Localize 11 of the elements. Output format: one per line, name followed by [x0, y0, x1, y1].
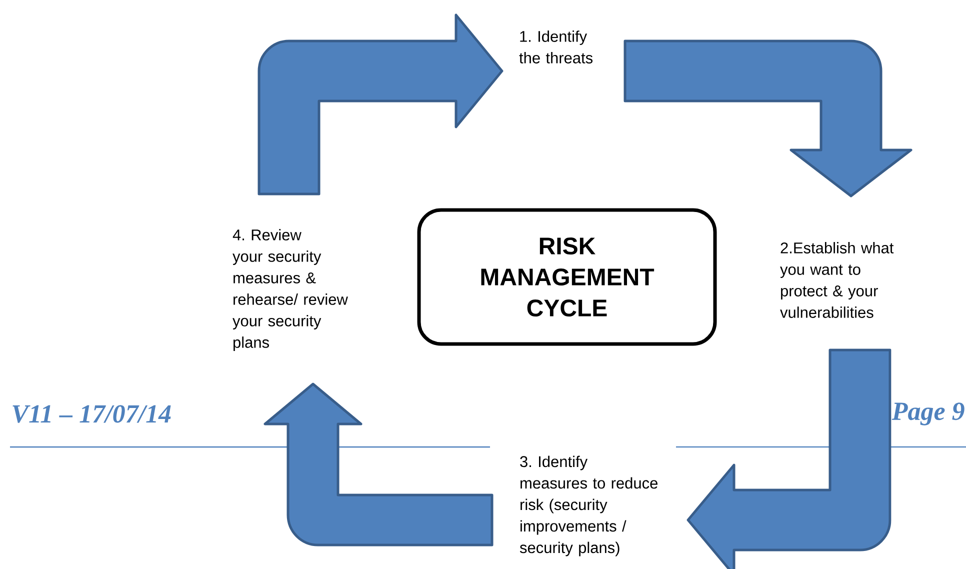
step-text: 2.Establish what you want to protect & your vulnerabilities: [780, 242, 894, 318]
title-box: RISK MANAGEMENT CYCLE: [417, 208, 717, 346]
block-arrow: [686, 348, 892, 569]
block-arrow: [258, 14, 504, 196]
header-text: Page 9: [892, 402, 964, 426]
step-text: 3. Identify measures to reduce risk (security improvements / security plans): [520, 456, 658, 556]
block-arrow: [624, 40, 912, 198]
step-text: 4. Review your security measures & rehearse/ review your security plans: [232, 229, 348, 351]
header-text: V11 – 17/07/14: [12, 405, 171, 423]
block-arrow: [264, 382, 494, 546]
step-text: 1. Identify the threats: [519, 30, 593, 64]
